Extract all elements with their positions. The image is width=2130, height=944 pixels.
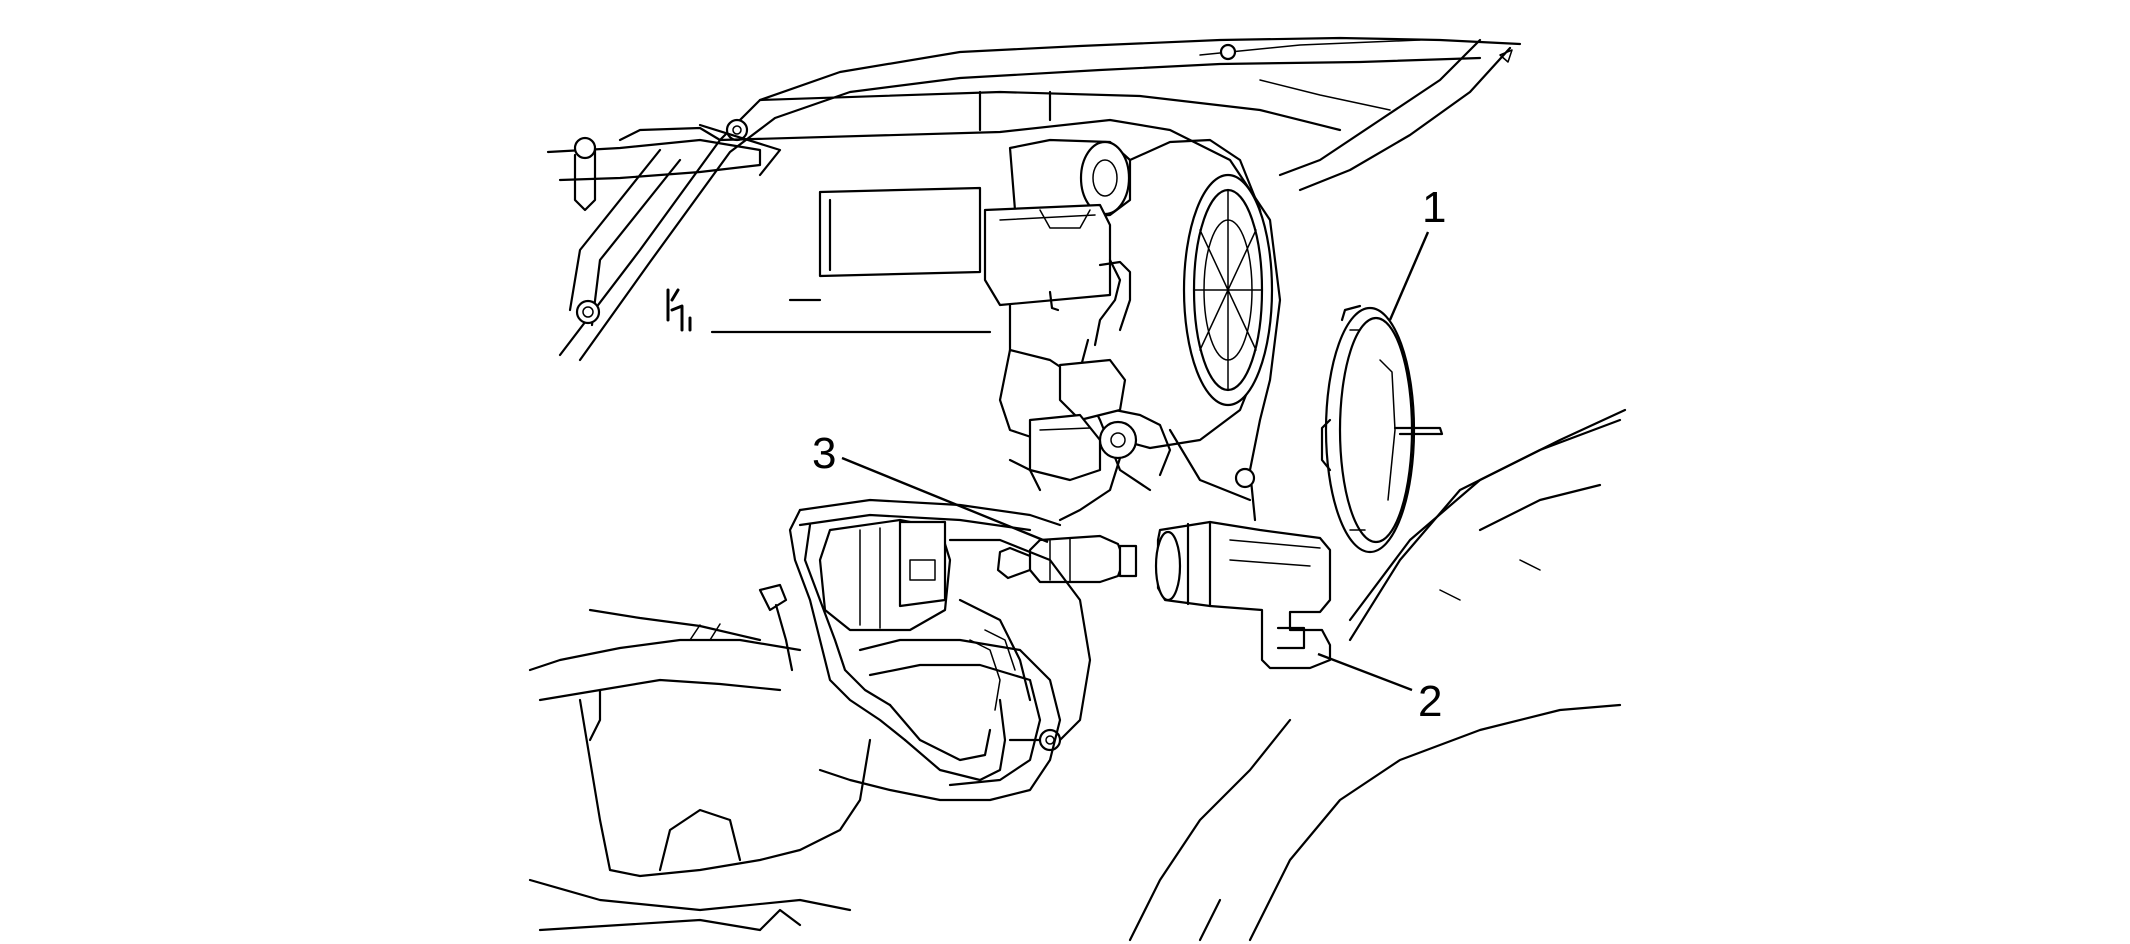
callout-2-label: 2 — [1418, 677, 1442, 726]
leveling-actuator — [983, 138, 1132, 332]
headlamp-bulb — [996, 534, 1138, 584]
callout-1-label: 1 — [1422, 183, 1446, 232]
reflector-housing — [1118, 138, 1274, 450]
fender — [1128, 408, 1627, 942]
bulb-socket — [1154, 520, 1332, 670]
upper-body-structure — [546, 36, 1522, 362]
callout-3-leader — [841, 456, 1049, 544]
wiring-harness-and-connector — [758, 498, 1092, 802]
headlamp-housing — [710, 118, 1282, 522]
callout-3: 3 — [812, 429, 1049, 544]
callout-2: 2 — [1317, 652, 1442, 726]
callout-2-leader — [1317, 652, 1413, 692]
callout-1-leader — [1388, 231, 1430, 321]
lower-body-structure — [528, 608, 872, 932]
bulb-access-cover — [1320, 304, 1444, 554]
callout-3-label: 3 — [812, 429, 836, 478]
callout-1: 1 — [1388, 183, 1446, 321]
